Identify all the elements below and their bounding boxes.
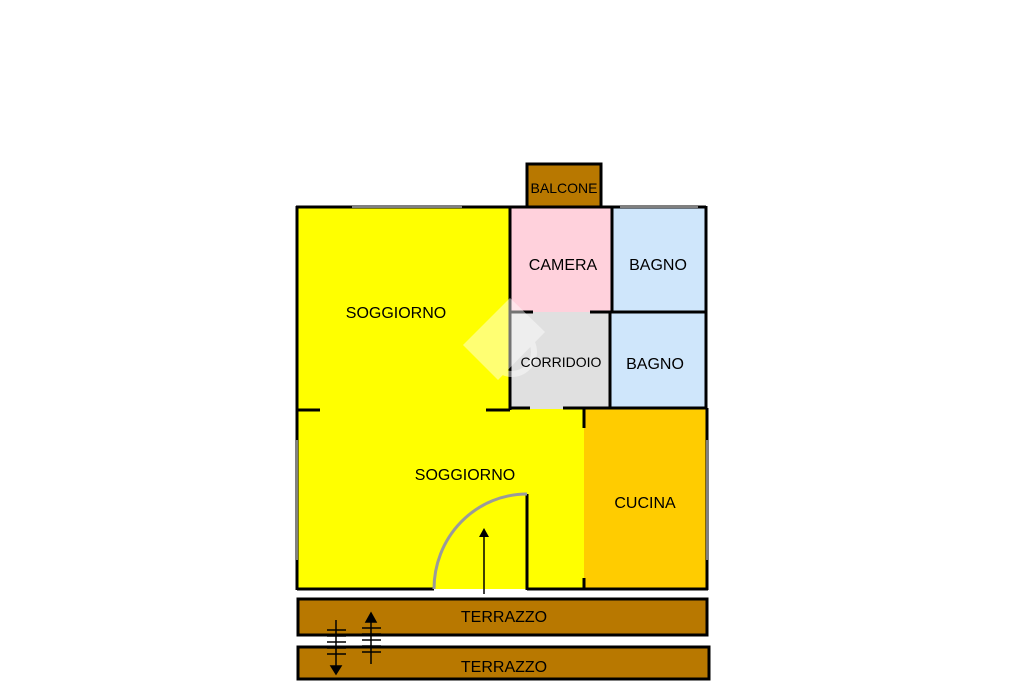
corridoio-label: CORRIDOIO: [521, 354, 602, 370]
cucina-label: CUCINA: [614, 495, 676, 512]
stairs-down-icon: [327, 620, 346, 676]
camera-area: [511, 207, 612, 312]
cucina-area: [584, 409, 707, 589]
soggiorno-upper-label: SOGGIORNO: [346, 305, 446, 322]
bagno-lower-area: [610, 312, 705, 409]
terrazzo-upper-label: TERRAZZO: [461, 609, 547, 626]
window-marks: [296, 206, 708, 560]
balcone-label: BALCONE: [531, 180, 598, 196]
bagno-lower-label: BAGNO: [626, 356, 684, 373]
entrance-door-arc: [432, 492, 528, 590]
bagno-upper-area: [612, 207, 705, 312]
corridoio-area: [511, 312, 610, 409]
stairs-up-icon: [362, 611, 381, 664]
soggiorno-upper-area: [297, 207, 510, 411]
camera-label: CAMERA: [529, 257, 598, 274]
terrazzo-lower-label: TERRAZZO: [461, 659, 547, 676]
terrazzo-upper-area: [296, 597, 709, 637]
watermark-logo: [463, 298, 545, 380]
bagno-upper-label: BAGNO: [629, 257, 687, 274]
entrance-arrow-icon: [479, 528, 489, 594]
soggiorno-lower-label: SOGGIORNO: [415, 467, 515, 484]
soggiorno-lower-area: [297, 409, 584, 589]
